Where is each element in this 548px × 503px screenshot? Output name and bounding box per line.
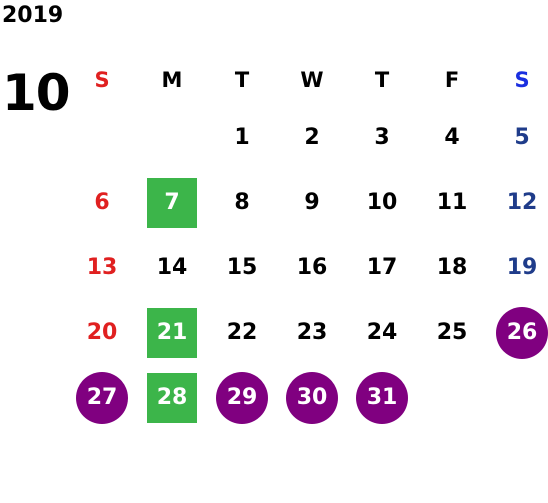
day-number: 24 bbox=[366, 320, 398, 345]
empty-day-cell bbox=[67, 105, 137, 170]
day-cell[interactable]: 20 bbox=[67, 300, 137, 365]
event-day-number: 27 bbox=[76, 371, 128, 424]
month-label: 10 bbox=[2, 64, 71, 122]
event-day-number: 29 bbox=[216, 371, 268, 424]
day-number: 20 bbox=[86, 320, 118, 345]
day-number: 16 bbox=[296, 255, 328, 280]
day-cell[interactable]: 4 bbox=[417, 105, 487, 170]
holiday-day-number: 28 bbox=[147, 372, 197, 423]
day-cell[interactable]: 1 bbox=[207, 105, 277, 170]
weekday-header-saturday: S bbox=[514, 68, 530, 92]
day-cell[interactable]: 8 bbox=[207, 170, 277, 235]
day-cell[interactable]: 18 bbox=[417, 235, 487, 300]
day-number: 19 bbox=[506, 255, 538, 280]
day-cell-event[interactable]: 29 bbox=[207, 365, 277, 430]
day-cell-holiday[interactable]: 28 bbox=[137, 365, 207, 430]
weekday-header-wednesday: W bbox=[300, 68, 324, 92]
day-number: 17 bbox=[366, 255, 398, 280]
day-number: 25 bbox=[436, 320, 468, 345]
empty-day-cell bbox=[487, 365, 548, 430]
day-cell[interactable]: 9 bbox=[277, 170, 347, 235]
day-cell[interactable]: 15 bbox=[207, 235, 277, 300]
day-cell-event[interactable]: 30 bbox=[277, 365, 347, 430]
day-number: 22 bbox=[226, 320, 258, 345]
day-cell-event[interactable]: 26 bbox=[487, 300, 548, 365]
empty-day-cell bbox=[417, 365, 487, 430]
holiday-day-number: 7 bbox=[147, 177, 197, 228]
event-day-number: 30 bbox=[286, 371, 338, 424]
weekday-header-thursday: T bbox=[374, 68, 390, 92]
day-number: 14 bbox=[156, 255, 188, 280]
day-cell[interactable]: 3 bbox=[347, 105, 417, 170]
day-cell[interactable]: 25 bbox=[417, 300, 487, 365]
day-cell[interactable]: 13 bbox=[67, 235, 137, 300]
day-cell[interactable]: 14 bbox=[137, 235, 207, 300]
day-cell-holiday[interactable]: 7 bbox=[137, 170, 207, 235]
event-day-number: 26 bbox=[496, 306, 548, 359]
day-cell[interactable]: 17 bbox=[347, 235, 417, 300]
day-cell-holiday[interactable]: 21 bbox=[137, 300, 207, 365]
day-number: 15 bbox=[226, 255, 258, 280]
day-cell[interactable]: 11 bbox=[417, 170, 487, 235]
day-number: 18 bbox=[436, 255, 468, 280]
day-number: 8 bbox=[234, 190, 250, 215]
day-cell[interactable]: 12 bbox=[487, 170, 548, 235]
day-cell[interactable]: 5 bbox=[487, 105, 548, 170]
day-number: 5 bbox=[514, 125, 530, 150]
day-number: 11 bbox=[436, 190, 468, 215]
year-label: 2019 bbox=[2, 3, 64, 28]
day-cell[interactable]: 23 bbox=[277, 300, 347, 365]
weekday-header-monday: M bbox=[161, 68, 183, 92]
day-number: 3 bbox=[374, 125, 390, 150]
day-number: 4 bbox=[444, 125, 460, 150]
weekday-header-sunday: S bbox=[94, 68, 110, 92]
day-cell-event[interactable]: 27 bbox=[67, 365, 137, 430]
day-cell[interactable]: 24 bbox=[347, 300, 417, 365]
weekday-header-friday: F bbox=[444, 68, 460, 92]
day-number: 2 bbox=[304, 125, 320, 150]
day-cell[interactable]: 19 bbox=[487, 235, 548, 300]
weekday-header-tuesday: T bbox=[234, 68, 250, 92]
day-cell-event[interactable]: 31 bbox=[347, 365, 417, 430]
day-cell[interactable]: 6 bbox=[67, 170, 137, 235]
day-cell[interactable]: 16 bbox=[277, 235, 347, 300]
day-number: 23 bbox=[296, 320, 328, 345]
day-number: 9 bbox=[304, 190, 320, 215]
calendar-grid: S M T W T F S 1 2 3 4 5 6 7 8 9 10 11 12… bbox=[67, 55, 548, 430]
day-number: 10 bbox=[366, 190, 398, 215]
day-cell[interactable]: 2 bbox=[277, 105, 347, 170]
event-day-number: 31 bbox=[356, 371, 408, 424]
empty-day-cell bbox=[137, 105, 207, 170]
day-cell[interactable]: 10 bbox=[347, 170, 417, 235]
day-number: 13 bbox=[86, 255, 118, 280]
day-number: 1 bbox=[234, 125, 250, 150]
day-number: 6 bbox=[94, 190, 110, 215]
holiday-day-number: 21 bbox=[147, 307, 197, 358]
day-number: 12 bbox=[506, 190, 538, 215]
day-cell[interactable]: 22 bbox=[207, 300, 277, 365]
